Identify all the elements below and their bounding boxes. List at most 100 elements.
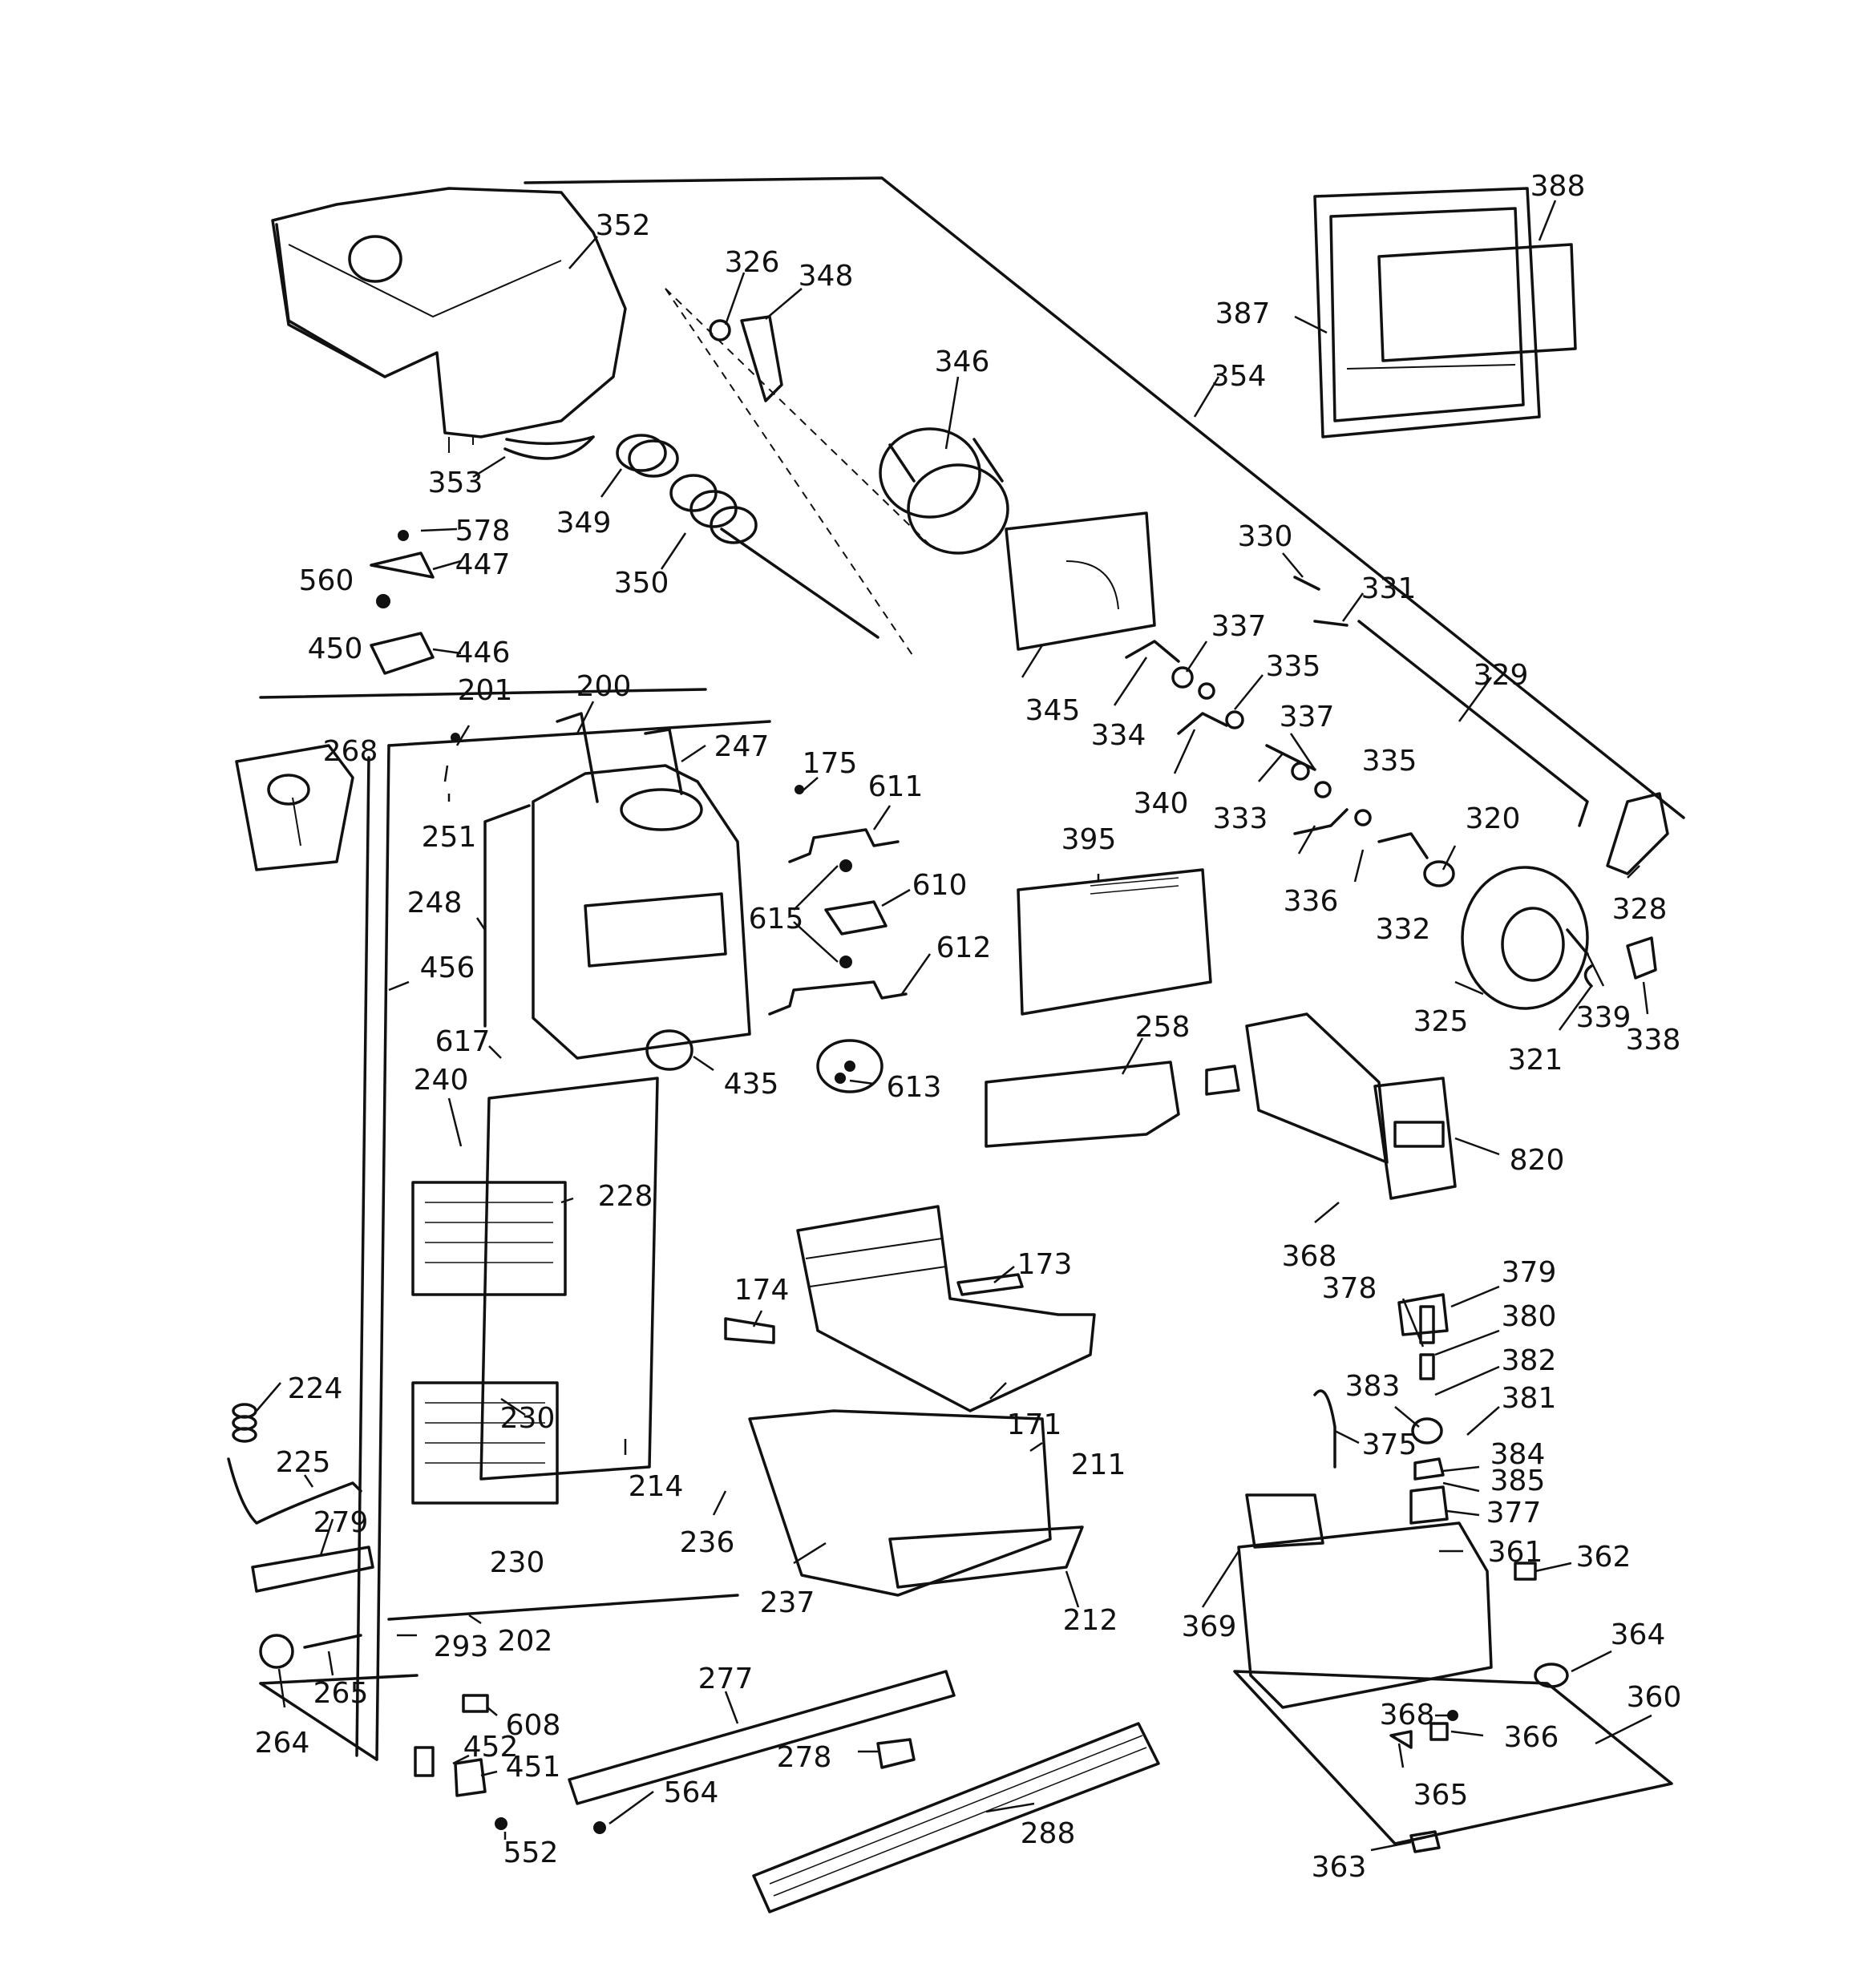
toe-rail bbox=[568, 1670, 956, 1805]
evaporator-cover-panel bbox=[479, 1077, 659, 1481]
label-336: 336 bbox=[1283, 885, 1339, 918]
grille-slat bbox=[769, 1735, 1143, 1885]
duct-cover bbox=[1017, 868, 1212, 1016]
label-173: 173 bbox=[1017, 1248, 1073, 1281]
label-360: 360 bbox=[1626, 1681, 1682, 1714]
wire-basket bbox=[796, 1205, 1096, 1412]
freezer-bin bbox=[748, 1409, 1084, 1597]
label-202: 202 bbox=[497, 1625, 553, 1658]
drain-spring bbox=[232, 1403, 257, 1443]
roller-bracket bbox=[876, 1738, 916, 1769]
label-332: 332 bbox=[1375, 913, 1431, 946]
label-340: 340 bbox=[1133, 787, 1189, 820]
dispenser-housing bbox=[1233, 1521, 1673, 1845]
motor-bracket bbox=[1606, 792, 1669, 875]
clip-366 bbox=[1429, 1722, 1449, 1741]
label-362: 362 bbox=[1575, 1541, 1632, 1574]
e-ring bbox=[1583, 964, 1593, 988]
label-325: 325 bbox=[1413, 1005, 1469, 1038]
upper-motor-bracket bbox=[788, 828, 900, 863]
label-384: 384 bbox=[1490, 1438, 1546, 1471]
toe-grille bbox=[752, 1722, 1160, 1913]
label-293: 293 bbox=[433, 1630, 489, 1663]
label-456: 456 bbox=[419, 952, 475, 984]
label-335: 335 bbox=[1265, 650, 1321, 683]
auger-nut bbox=[709, 319, 731, 341]
label-368: 368 bbox=[1379, 1699, 1435, 1731]
label-382: 382 bbox=[1501, 1344, 1557, 1377]
label-337: 337 bbox=[1211, 610, 1267, 643]
label-258: 258 bbox=[1134, 1011, 1191, 1044]
label-278: 278 bbox=[776, 1741, 832, 1774]
label-200: 200 bbox=[576, 670, 632, 703]
label-611: 611 bbox=[867, 770, 924, 803]
label-212: 212 bbox=[1062, 1604, 1118, 1637]
label-228: 228 bbox=[597, 1180, 653, 1213]
cap-363 bbox=[1409, 1830, 1441, 1853]
label-225: 225 bbox=[275, 1446, 331, 1479]
label-364: 364 bbox=[1610, 1618, 1666, 1651]
fan-grommet bbox=[645, 1029, 693, 1071]
solenoid bbox=[1245, 1493, 1324, 1549]
auger-assembly-boundary bbox=[665, 288, 931, 658]
label-564: 564 bbox=[663, 1776, 719, 1809]
label-230: 230 bbox=[489, 1546, 545, 1579]
auger bbox=[669, 474, 879, 639]
label-379: 379 bbox=[1501, 1256, 1557, 1289]
fan-blade bbox=[816, 1039, 884, 1093]
label-333: 333 bbox=[1212, 802, 1268, 835]
gear-motor bbox=[1423, 860, 1589, 1010]
label-612: 612 bbox=[936, 931, 992, 964]
label-331: 331 bbox=[1361, 572, 1417, 605]
label-248: 248 bbox=[406, 887, 463, 919]
light-socket-inset bbox=[235, 744, 354, 871]
label-552: 552 bbox=[503, 1836, 559, 1869]
label-452: 452 bbox=[463, 1731, 519, 1764]
label-268: 268 bbox=[322, 735, 378, 768]
label-451: 451 bbox=[505, 1751, 561, 1784]
label-368: 368 bbox=[1281, 1240, 1337, 1273]
crusher-blade bbox=[740, 315, 783, 402]
clip-452 bbox=[414, 1746, 435, 1777]
label-247: 247 bbox=[714, 730, 770, 763]
label-236: 236 bbox=[679, 1526, 735, 1559]
label-560: 560 bbox=[298, 564, 354, 597]
evaporator-coil bbox=[411, 1181, 567, 1505]
lower-motor-bracket bbox=[768, 980, 908, 1016]
label-211: 211 bbox=[1070, 1449, 1126, 1481]
label-450: 450 bbox=[307, 632, 363, 665]
shaft-pin bbox=[1566, 928, 1589, 956]
label-369: 369 bbox=[1181, 1610, 1237, 1643]
label-375: 375 bbox=[1361, 1428, 1417, 1461]
label-321: 321 bbox=[1507, 1044, 1563, 1077]
label-251: 251 bbox=[421, 821, 477, 854]
label-240: 240 bbox=[413, 1064, 469, 1097]
freezer-cabinet bbox=[259, 688, 771, 1761]
label-277: 277 bbox=[698, 1663, 754, 1695]
label-330: 330 bbox=[1237, 520, 1293, 553]
label-329: 329 bbox=[1473, 659, 1529, 692]
label-265: 265 bbox=[313, 1677, 369, 1710]
label-328: 328 bbox=[1611, 893, 1668, 926]
label-380: 380 bbox=[1501, 1300, 1557, 1333]
label-264: 264 bbox=[254, 1727, 310, 1760]
label-366: 366 bbox=[1503, 1721, 1559, 1754]
label-365: 365 bbox=[1413, 1779, 1469, 1812]
label-381: 381 bbox=[1501, 1382, 1557, 1415]
label-237: 237 bbox=[759, 1586, 815, 1619]
actuator-rod bbox=[1357, 620, 1589, 827]
label-320: 320 bbox=[1465, 802, 1521, 835]
hardware-screws bbox=[370, 530, 1458, 1834]
switch-stack bbox=[1397, 1293, 1449, 1525]
label-224: 224 bbox=[287, 1372, 343, 1405]
bracket-clip bbox=[1626, 936, 1657, 980]
label-395: 395 bbox=[1061, 823, 1117, 856]
label-353: 353 bbox=[427, 467, 483, 499]
label-383: 383 bbox=[1344, 1370, 1401, 1403]
leader-lines bbox=[256, 200, 1652, 1852]
bail-ring bbox=[503, 435, 595, 460]
label-348: 348 bbox=[798, 260, 854, 293]
label-385: 385 bbox=[1490, 1465, 1546, 1497]
roller-axle bbox=[303, 1634, 362, 1649]
